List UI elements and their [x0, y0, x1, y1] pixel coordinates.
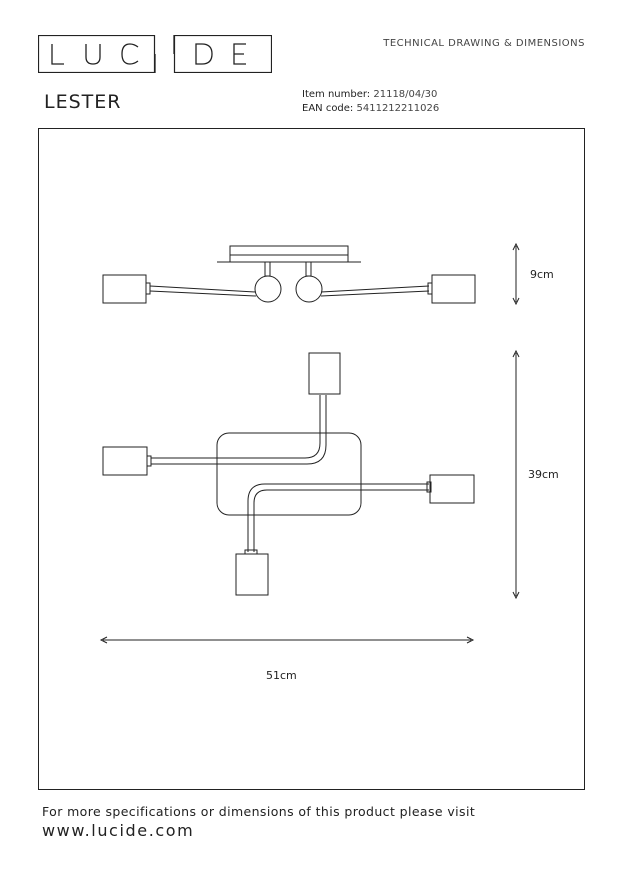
item-number-value: 21118/04/30	[373, 89, 438, 100]
product-name: LESTER	[44, 91, 122, 113]
lucide-logo	[38, 35, 272, 73]
item-number-row: Item number: 21118/04/30	[302, 88, 439, 102]
height-dimension-label: 9cm	[530, 268, 554, 281]
width-dimension-label: 51cm	[266, 669, 297, 682]
height-dimension-arrow	[512, 242, 520, 306]
ean-value: 5411212211026	[356, 103, 440, 114]
item-number-label: Item number:	[302, 89, 371, 100]
depth-dimension-arrow	[512, 349, 520, 600]
product-meta: Item number: 21118/04/30 EAN code: 54112…	[302, 88, 439, 116]
drawing-frame	[38, 128, 585, 790]
depth-dimension-label: 39cm	[528, 468, 559, 481]
ean-row: EAN code: 5411212211026	[302, 102, 439, 116]
top-view-drawing	[102, 352, 475, 596]
ean-label: EAN code:	[302, 103, 354, 114]
side-view-drawing	[102, 245, 476, 304]
width-dimension-arrow	[99, 636, 475, 644]
document-type: TECHNICAL DRAWING & DIMENSIONS	[383, 38, 585, 49]
footer-text: For more specifications or dimensions of…	[42, 804, 476, 819]
website-link[interactable]: www.lucide.com	[42, 821, 195, 840]
